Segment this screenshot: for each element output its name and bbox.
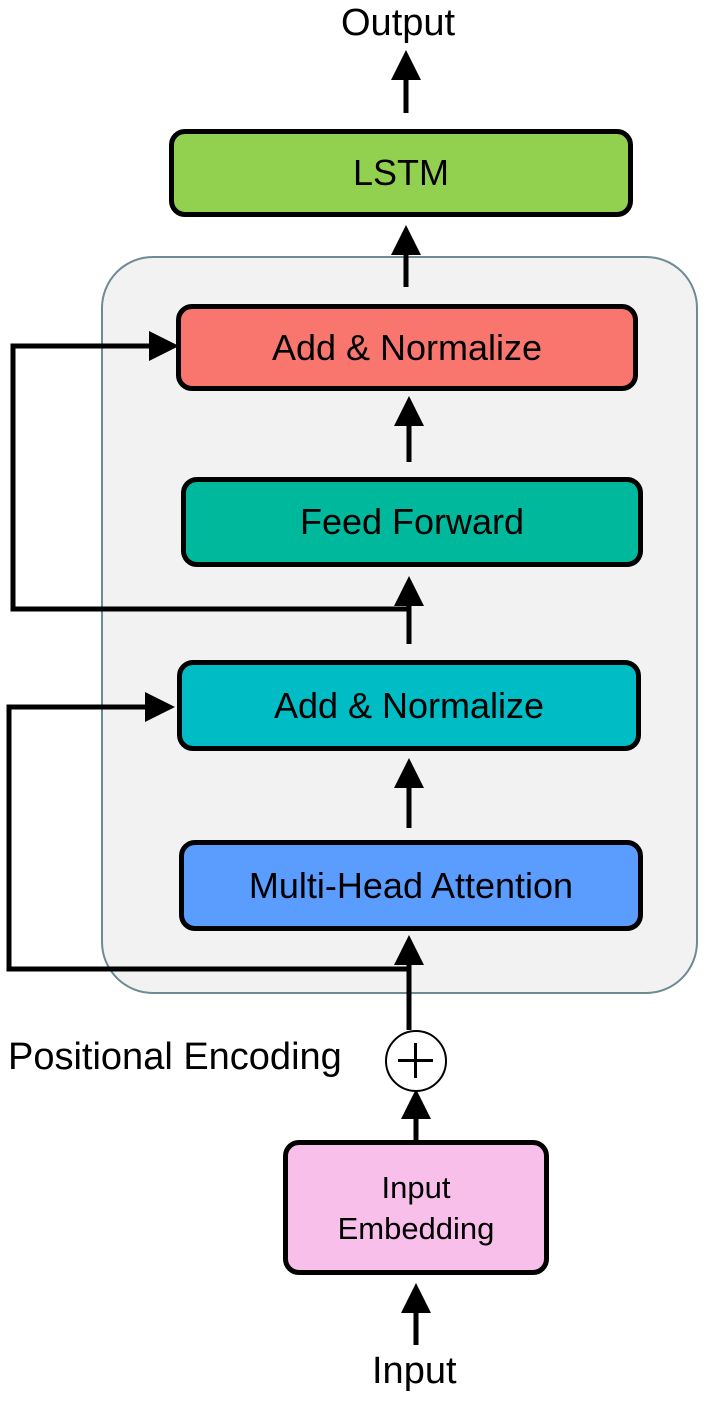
feed-forward-label: Feed Forward xyxy=(299,501,525,542)
residual-connection-feedforward xyxy=(10,331,409,612)
lstm-label: LSTM xyxy=(352,152,449,193)
add-normalize-top-label: Add & Normalize xyxy=(271,326,543,368)
input-embedding-label-line1: Input xyxy=(381,1169,451,1205)
multi-head-attention-label: Multi-Head Attention xyxy=(248,864,574,906)
input-embedding-block: Input Embedding xyxy=(283,1140,549,1275)
add-normalize-bottom-block: Add & Normalize xyxy=(177,660,641,751)
residual-connection-attention xyxy=(6,692,409,972)
plus-circle-icon xyxy=(385,1030,447,1092)
lstm-block: LSTM xyxy=(169,129,633,217)
output-label: Output xyxy=(341,2,456,44)
add-normalize-top-block: Add & Normalize xyxy=(176,304,638,391)
positional-encoding-label: Positional Encoding xyxy=(8,1036,342,1078)
input-embedding-label-line2: Embedding xyxy=(337,1210,495,1246)
add-normalize-bottom-label: Add & Normalize xyxy=(273,684,545,726)
input-label: Input xyxy=(372,1350,457,1392)
plus-glyph xyxy=(398,1043,433,1078)
multi-head-attention-block: Multi-Head Attention xyxy=(179,840,643,931)
feed-forward-block: Feed Forward xyxy=(181,477,643,567)
